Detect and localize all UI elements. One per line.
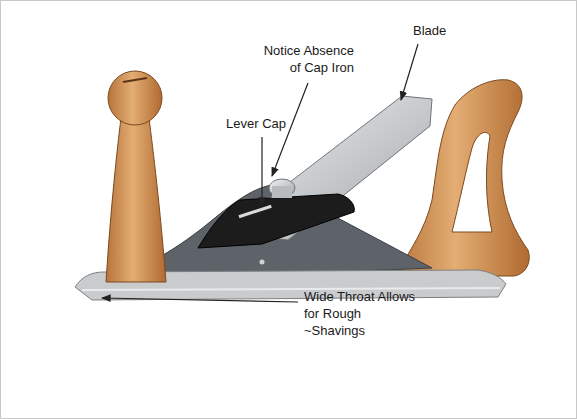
front-knob bbox=[106, 118, 166, 282]
part-label: Lever Cap bbox=[226, 115, 306, 132]
part-label: Notice Absence of Cap Iron bbox=[250, 42, 354, 76]
cap-screw bbox=[269, 179, 295, 197]
leader-line bbox=[261, 137, 262, 206]
cap-screw-stem bbox=[272, 186, 292, 198]
rivet bbox=[260, 260, 265, 265]
lever-cam bbox=[239, 205, 272, 218]
leader-line bbox=[102, 298, 298, 302]
part-label: Wide Throat Allows for Rough ~Shavings bbox=[304, 288, 416, 339]
lever-cap bbox=[198, 194, 354, 248]
knob-ball bbox=[108, 71, 162, 125]
leader-line bbox=[401, 44, 418, 100]
part-label: Blade bbox=[413, 22, 483, 39]
